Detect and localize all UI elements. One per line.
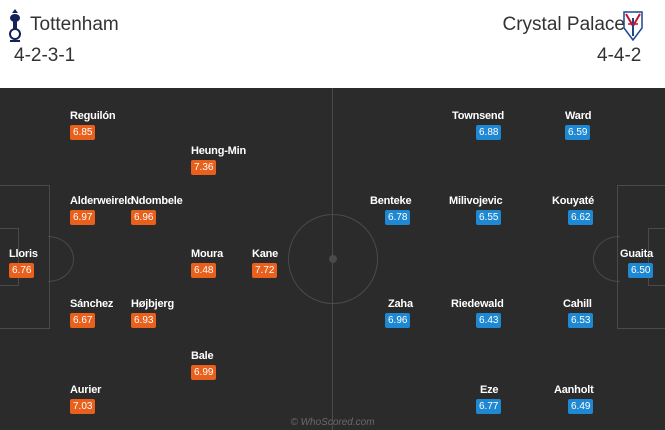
- home-player[interactable]: Reguilón 6.85: [70, 110, 116, 140]
- player-name: Benteke: [370, 195, 412, 207]
- away-six-yard-box: [648, 228, 665, 286]
- player-name: Eze: [480, 384, 499, 396]
- player-name: Kouyaté: [552, 195, 594, 207]
- player-rating: 6.50: [628, 263, 654, 278]
- away-player[interactable]: Aanholt 6.49: [554, 384, 594, 414]
- player-name: Aurier: [70, 384, 102, 396]
- player-name: Alderweireld: [70, 195, 134, 207]
- player-name: Guaita: [620, 248, 654, 260]
- away-player[interactable]: Zaha 6.96: [385, 298, 413, 328]
- player-rating: 7.03: [70, 399, 96, 414]
- home-player[interactable]: Heung-Min 7.36: [191, 145, 246, 175]
- player-rating: 6.78: [385, 210, 411, 225]
- away-player[interactable]: Eze 6.77: [476, 384, 502, 414]
- player-rating: 6.77: [476, 399, 502, 414]
- player-rating: 6.96: [385, 313, 411, 328]
- player-name: Bale: [191, 350, 214, 362]
- player-rating: 6.97: [70, 210, 96, 225]
- center-spot: [329, 255, 337, 263]
- player-rating: 6.88: [476, 125, 502, 140]
- player-rating: 6.62: [568, 210, 594, 225]
- player-rating: 6.48: [191, 263, 217, 278]
- player-rating: 6.55: [476, 210, 502, 225]
- away-formation: 4-4-2: [597, 45, 642, 66]
- player-rating: 6.85: [70, 125, 96, 140]
- player-name: Townsend: [452, 110, 504, 122]
- pitch: [0, 88, 665, 430]
- player-name: Sánchez: [70, 298, 114, 310]
- home-six-yard-box: [0, 228, 19, 286]
- player-rating: 6.99: [191, 365, 217, 380]
- home-player[interactable]: Moura 6.48: [191, 248, 223, 278]
- player-rating: 6.43: [476, 313, 502, 328]
- tottenham-cockerel-icon: [9, 9, 21, 42]
- home-player[interactable]: Bale 6.99: [191, 350, 217, 380]
- away-player[interactable]: Cahill 6.53: [563, 298, 594, 328]
- player-rating: 6.96: [131, 210, 157, 225]
- away-player[interactable]: Guaita 6.50: [620, 248, 654, 278]
- player-name: Lloris: [9, 248, 38, 260]
- away-player[interactable]: Ward 6.59: [565, 110, 591, 140]
- home-team-name: Tottenham: [30, 14, 119, 35]
- player-rating: 7.36: [191, 160, 217, 175]
- player-rating: 6.93: [131, 313, 157, 328]
- home-player[interactable]: Ndombele 6.96: [131, 195, 183, 225]
- home-player[interactable]: Aurier 7.03: [70, 384, 101, 414]
- player-name: Milivojevic: [449, 195, 503, 207]
- home-player[interactable]: Lloris 6.76: [9, 248, 38, 278]
- away-player[interactable]: Milivojevic 6.55: [449, 195, 503, 225]
- player-rating: 7.72: [252, 263, 278, 278]
- match-header: Tottenham 4-2-3-1 Crystal Palace 4-4-2: [0, 0, 665, 86]
- player-name: Ndombele: [131, 195, 183, 207]
- player-rating: 6.49: [568, 399, 594, 414]
- player-name: Reguilón: [70, 110, 116, 122]
- player-name: Moura: [191, 248, 224, 260]
- player-name: Ward: [565, 110, 592, 122]
- away-player[interactable]: Riedewald 6.43: [451, 298, 504, 328]
- away-player[interactable]: Benteke 6.78: [370, 195, 412, 225]
- player-name: Aanholt: [554, 384, 594, 396]
- player-name: Højbjerg: [131, 298, 175, 310]
- player-rating: 6.76: [9, 263, 35, 278]
- home-formation: 4-2-3-1: [14, 45, 76, 66]
- player-name: Zaha: [388, 298, 413, 310]
- home-player[interactable]: Alderweireld 6.97: [70, 195, 134, 225]
- whoscored-watermark: © WhoScored.com: [290, 417, 375, 428]
- crystal-palace-eagle-icon: [623, 11, 643, 42]
- player-rating: 6.53: [568, 313, 594, 328]
- home-player[interactable]: Sánchez 6.67: [70, 298, 113, 328]
- player-name: Cahill: [563, 298, 592, 310]
- away-player[interactable]: Kouyaté 6.62: [552, 195, 594, 225]
- away-team-name: Crystal Palace: [502, 14, 626, 35]
- player-rating: 6.67: [70, 313, 96, 328]
- player-name: Heung-Min: [191, 145, 247, 157]
- player-rating: 6.59: [565, 125, 591, 140]
- player-name: Riedewald: [451, 298, 504, 310]
- home-player[interactable]: Kane 7.72: [252, 248, 278, 278]
- home-player[interactable]: Højbjerg 6.93: [131, 298, 174, 328]
- player-name: Kane: [252, 248, 279, 260]
- center-circle: [288, 214, 378, 304]
- away-player[interactable]: Townsend 6.88: [452, 110, 504, 140]
